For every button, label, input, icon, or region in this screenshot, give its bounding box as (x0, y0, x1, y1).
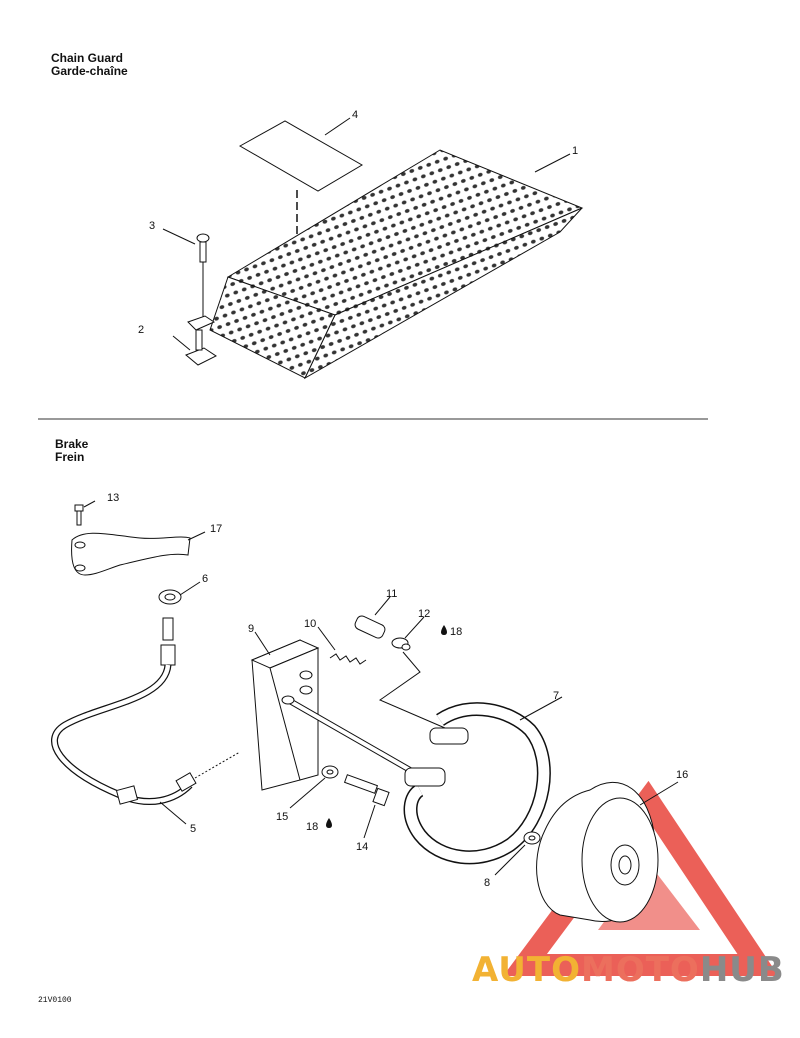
brake-title-en: Brake (55, 437, 89, 451)
chain-guard-title-en: Chain Guard (51, 51, 124, 65)
guide-line-12 (378, 651, 446, 729)
part-5-brake-cable (51, 617, 241, 806)
part-2-clip-nut (185, 315, 217, 366)
callout-3: 3 (149, 220, 155, 232)
document-code: 21V0100 (38, 996, 72, 1005)
callout-2: 2 (138, 324, 144, 336)
chain-guard-title-fr: Garde-chaîne (51, 64, 128, 78)
chain-guard-assembly (185, 120, 584, 380)
part-7-brake-band (403, 702, 551, 865)
callout-13: 13 (107, 492, 119, 504)
callout-17: 17 (210, 523, 222, 535)
callout-4: 4 (352, 109, 358, 121)
brake-title-fr: Frein (55, 450, 85, 464)
callout-5: 5 (190, 823, 196, 835)
callout-9: 9 (248, 623, 254, 635)
oil-drop-icon (441, 625, 447, 635)
callout-18-oil: 18 (306, 821, 318, 833)
callout-18-oil: 18 (450, 626, 462, 638)
brake-rod (281, 695, 412, 773)
oil-drop-icon (326, 818, 332, 828)
chain-guard-title: Chain Guard Garde-chaîne (51, 52, 128, 78)
part-17-brake-lever (71, 532, 191, 576)
brake-title: Brake Frein (55, 438, 88, 464)
callout-11: 11 (386, 588, 397, 600)
callout-12: 12 (418, 608, 430, 620)
part-1-chain-guard-end (209, 276, 336, 379)
callout-16: 16 (676, 769, 688, 781)
part-16-brake-drum (536, 781, 659, 923)
watermark-logo: AUTOMOTOHUB (472, 950, 785, 990)
part-13-bolt (74, 504, 84, 526)
brake-assembly (51, 504, 659, 923)
part-11-pin (354, 615, 386, 639)
watermark-part-1: AUTO (472, 950, 581, 990)
callout-10: 10 (304, 618, 316, 630)
callout-7: 7 (553, 690, 559, 702)
watermark-part-3: HUB (699, 950, 785, 990)
callout-1: 1 (572, 145, 578, 157)
part-14-bolt (343, 774, 390, 807)
part-10-spring (329, 653, 367, 665)
part-4-label (238, 120, 363, 192)
callout-6: 6 (202, 573, 208, 585)
part-9-bracket (250, 639, 320, 791)
callout-15: 15 (276, 811, 288, 823)
watermark-part-2: MOTO (580, 950, 700, 990)
part-12-fitting (391, 637, 411, 651)
callout-8: 8 (484, 877, 490, 889)
callout-leaders (83, 117, 679, 876)
part-3-screw (196, 233, 210, 263)
callout-14: 14 (356, 841, 368, 853)
